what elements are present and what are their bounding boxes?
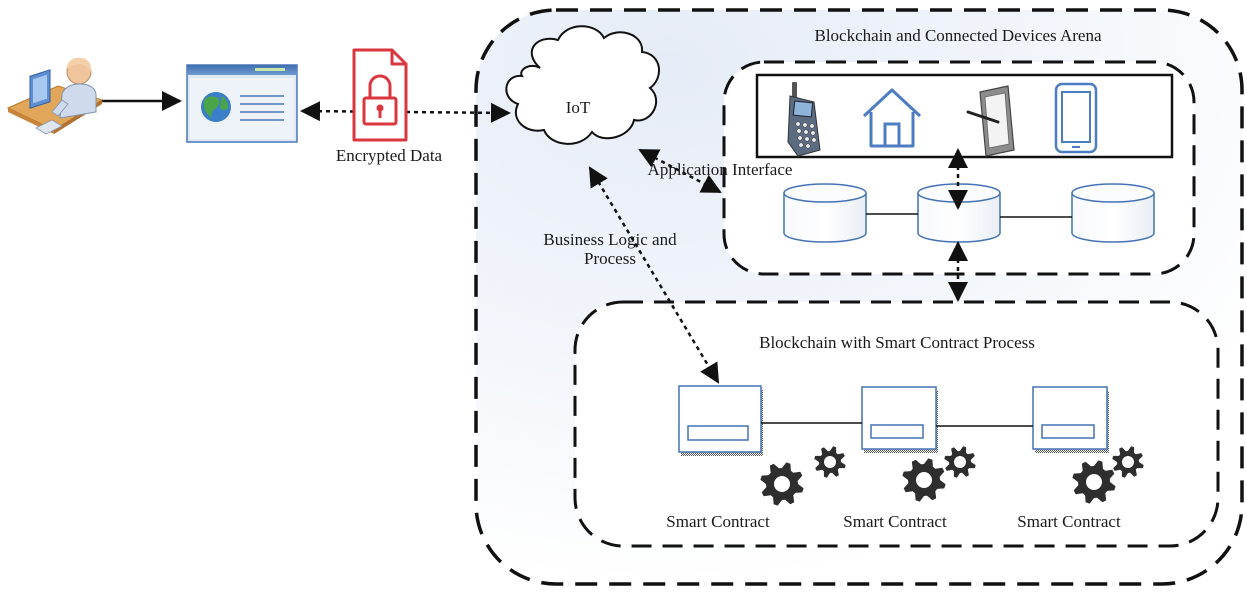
gear-hole-3-big bbox=[1086, 474, 1102, 490]
application-interface-label: Application Interface bbox=[648, 160, 793, 179]
contract-block-2 bbox=[861, 386, 938, 453]
gear-hole-2-small bbox=[954, 456, 966, 468]
tablet-icon bbox=[1054, 82, 1098, 154]
arena-title: Blockchain and Connected Devices Arena bbox=[814, 26, 1101, 45]
gear-hole-1-big bbox=[774, 476, 790, 492]
user-computer-icon bbox=[6, 57, 104, 135]
business-logic-label-line1: Business Logic and bbox=[543, 230, 677, 249]
iot-label: IoT bbox=[566, 98, 591, 117]
contract-block-3 bbox=[1032, 386, 1109, 453]
smart-contract-label-3: Smart Contract bbox=[1017, 512, 1121, 531]
house-icon bbox=[862, 88, 922, 148]
device-panel bbox=[755, 73, 1174, 159]
gear-hole-2-big bbox=[916, 472, 932, 488]
smart-contract-title: Blockchain with Smart Contract Process bbox=[759, 333, 1035, 352]
tablet-pen-icon bbox=[966, 85, 1015, 157]
database-cylinder-left bbox=[783, 183, 867, 243]
browser-window-icon bbox=[186, 64, 298, 143]
mobile-phone-icon bbox=[787, 82, 821, 157]
gear-hole-1-small bbox=[824, 456, 836, 468]
contract-block-1 bbox=[678, 385, 763, 456]
gear-icons bbox=[760, 446, 1144, 506]
database-cylinder-right bbox=[1071, 183, 1155, 243]
gear-hole-3-small bbox=[1122, 456, 1134, 468]
smart-contract-label-1: Smart Contract bbox=[666, 512, 770, 531]
iot-cloud-icon bbox=[505, 25, 660, 145]
encrypted-data-label: Encrypted Data bbox=[336, 146, 443, 165]
browser-iot-encrypted-link bbox=[300, 101, 511, 123]
lock-document-icon bbox=[352, 48, 408, 142]
iot-business-logic-link bbox=[588, 166, 720, 384]
smart-contract-label-2: Smart Contract bbox=[843, 512, 947, 531]
business-logic-label-line2: Process bbox=[584, 249, 636, 268]
